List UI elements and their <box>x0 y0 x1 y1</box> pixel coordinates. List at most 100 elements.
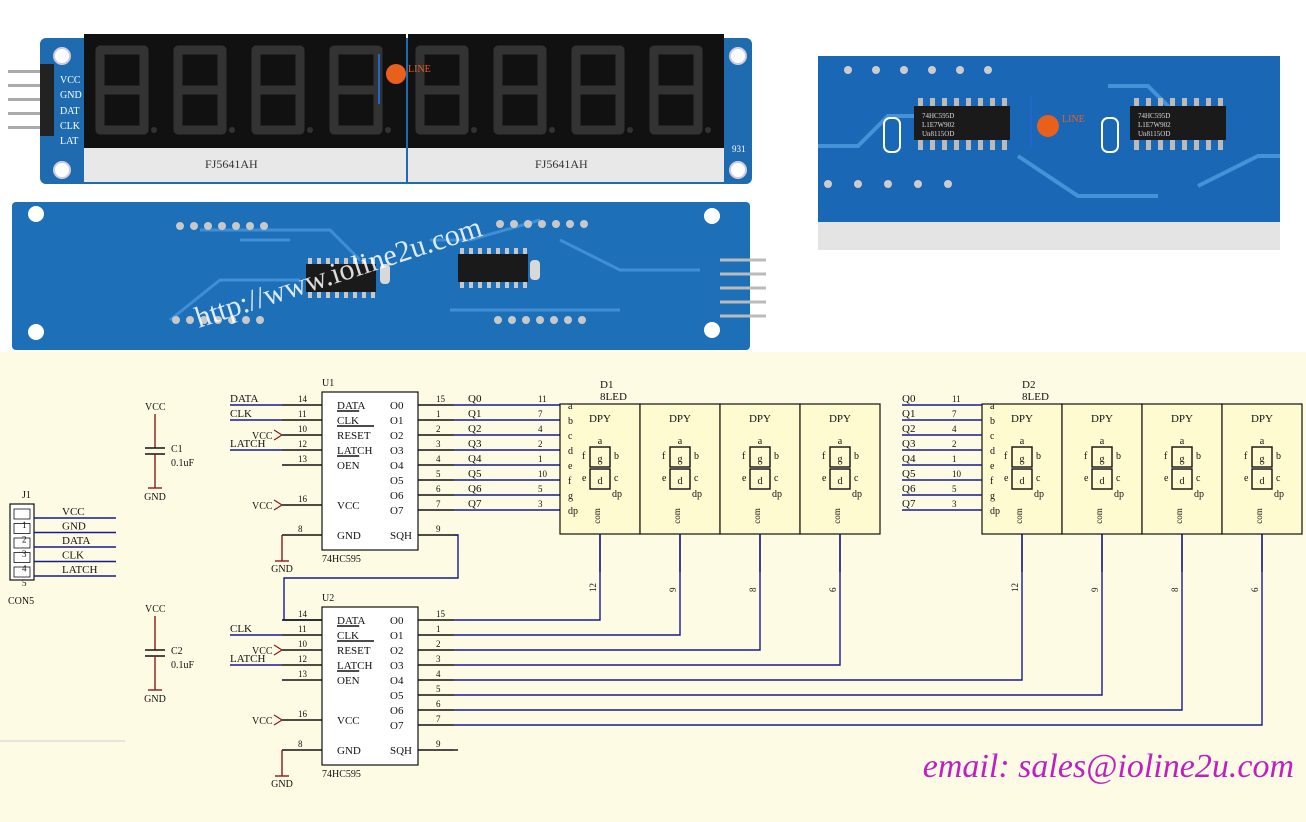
display-label-right: FJ5641AH <box>535 157 588 171</box>
net-label: Q0 <box>902 393 916 405</box>
net-label: GND <box>62 521 86 533</box>
digit-1 <box>95 45 149 135</box>
pin-number: 5 <box>436 469 441 479</box>
com-label: com <box>1254 508 1264 524</box>
seg-label: b <box>1116 451 1121 462</box>
header-pins <box>8 64 54 136</box>
pin-number: 2 <box>538 439 543 449</box>
pin-name: GND <box>337 745 361 757</box>
seg-label: e <box>1244 473 1249 484</box>
net-label: CLK <box>230 623 252 635</box>
vcc-label: VCC <box>252 501 273 512</box>
seg-label: c <box>1196 473 1201 484</box>
seg-label: d <box>1020 476 1025 487</box>
seg-label: a <box>1260 436 1265 447</box>
net-label: Q5 <box>468 468 482 480</box>
segment-pin-label: c <box>990 431 995 442</box>
cap-value: 0.1uF <box>171 458 195 469</box>
pin-number: 4 <box>952 424 957 434</box>
com-label: com <box>1094 508 1104 524</box>
net-label: Q7 <box>468 498 482 510</box>
seg-label: b <box>694 451 699 462</box>
seg-label: a <box>1100 436 1105 447</box>
net-label: Q1 <box>468 408 481 420</box>
decimal-point <box>705 127 711 133</box>
seg-label: dp <box>852 489 862 500</box>
pin-number: 4 <box>22 564 27 574</box>
digit-label: DPY <box>669 413 691 425</box>
pin-number: 11 <box>952 394 961 404</box>
com-label: com <box>592 508 602 524</box>
pin-label-dat: DAT <box>60 106 79 117</box>
pin-number: 5 <box>436 684 441 694</box>
display-part: 8LED <box>600 391 627 403</box>
segment-pin-label: g <box>568 491 573 502</box>
net-label: Q4 <box>468 453 482 465</box>
pin-name: RESET <box>337 645 371 657</box>
seg-label: d <box>838 476 843 487</box>
closeup-logo: LINE <box>1030 96 1085 148</box>
seg-label: dp <box>1194 489 1204 500</box>
pin-number: 7 <box>538 409 543 419</box>
segment-pin-label: e <box>990 461 995 472</box>
segment-pin-label: dp <box>990 506 1000 517</box>
segment-pin-label: dp <box>568 506 578 517</box>
seg-label: c <box>1276 473 1281 484</box>
pin-number: 10 <box>298 639 308 649</box>
pin-number: 15 <box>436 394 446 404</box>
com-wire <box>454 534 1103 696</box>
pin-number: 5 <box>952 484 957 494</box>
connector-part: CON5 <box>8 596 34 607</box>
pin-number: 2 <box>952 439 957 449</box>
pin-name: O7 <box>390 720 404 732</box>
display-part: 8LED <box>1022 391 1049 403</box>
seg-label: g <box>598 454 603 465</box>
pin-number: 7 <box>952 409 957 419</box>
decimal-point <box>151 127 157 133</box>
pin-name: CLK <box>337 415 359 427</box>
pin-number: 2 <box>436 424 441 434</box>
chip-text-3: Un8115OD <box>922 130 954 138</box>
pin-name: SQH <box>390 745 412 757</box>
com-wire <box>454 534 761 651</box>
seg-label: c <box>614 473 619 484</box>
pin-number: 9 <box>668 587 678 592</box>
com-wire <box>454 534 1263 726</box>
segment-pin-label: d <box>990 446 995 457</box>
vcc-label: VCC <box>252 431 273 442</box>
pin-number: 12 <box>298 439 307 449</box>
pin-number: 1 <box>952 454 957 464</box>
cap-ref: C2 <box>171 646 183 657</box>
pin-number: 8 <box>1170 587 1180 592</box>
seg-label: d <box>758 476 763 487</box>
pin-number: 6 <box>828 587 838 592</box>
seg-label: a <box>758 436 763 447</box>
net-label: Q3 <box>468 438 482 450</box>
pin-number: 1 <box>22 520 27 530</box>
digit-label: DPY <box>589 413 611 425</box>
power-flag <box>273 714 284 726</box>
pin-number: 1 <box>436 409 441 419</box>
seg-label: d <box>678 476 683 487</box>
closeup-chip-u1 <box>914 106 1010 140</box>
seg-label: b <box>614 451 619 462</box>
pin-number: 13 <box>298 669 308 679</box>
com-wire <box>454 534 601 621</box>
pin-number: 11 <box>298 624 307 634</box>
seg-label: e <box>822 473 827 484</box>
pin-name: O6 <box>390 705 404 717</box>
digit-label: DPY <box>829 413 851 425</box>
seg-label: e <box>1084 473 1089 484</box>
svg-text:LINE: LINE <box>408 64 431 75</box>
seg-label: e <box>742 473 747 484</box>
pin-number: 3 <box>538 499 543 509</box>
pin-number: 3 <box>436 439 441 449</box>
ic-ref: U2 <box>322 593 334 604</box>
ic-part: 74HC595 <box>322 769 361 780</box>
pin-name: O1 <box>390 415 403 427</box>
net-label: Q7 <box>902 498 916 510</box>
pin-name: VCC <box>337 715 360 727</box>
seg-label: f <box>662 451 666 462</box>
digit-5 <box>415 45 469 135</box>
seg-label: f <box>1084 451 1088 462</box>
